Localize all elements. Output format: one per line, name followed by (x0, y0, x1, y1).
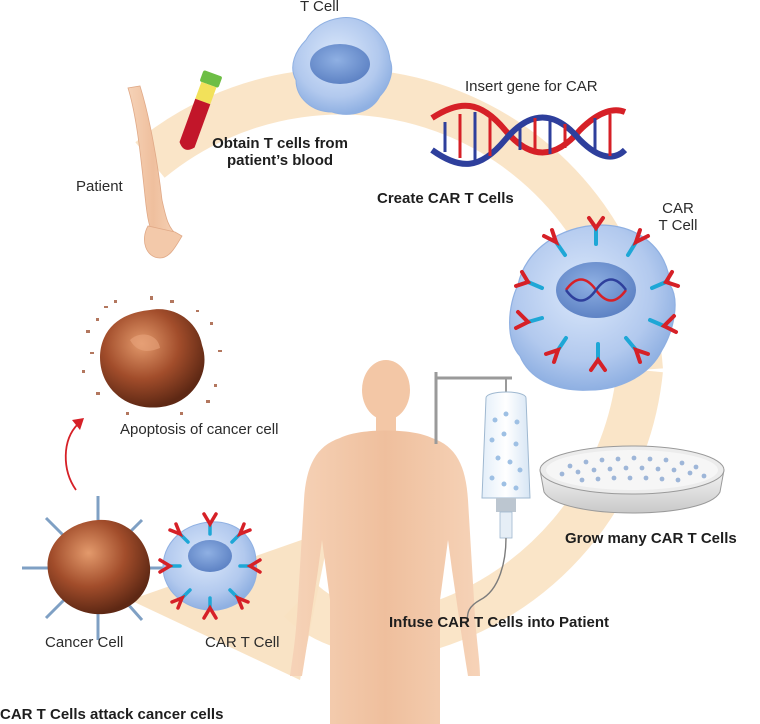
label-obtain-line-2: patient’s blood (226, 152, 334, 170)
label-apoptosis: Apoptosis of cancer cell (120, 421, 279, 438)
label-car-t-cell-large: CAR T Cell (652, 200, 704, 235)
label-infuse: Infuse CAR T Cells into Patient (389, 614, 610, 631)
cancer-cell-bottom (22, 496, 170, 640)
label-patient: Patient (76, 178, 123, 195)
label-t-cell-top: T Cell (300, 0, 339, 15)
iv-drip (434, 372, 531, 625)
blood-tube (179, 70, 222, 150)
patient-body (290, 360, 480, 724)
patient-arm (127, 85, 183, 259)
label-insert-gene: Insert gene for CAR (465, 78, 598, 95)
label-car-t-cell-bottom: CAR T Cell (205, 634, 280, 651)
label-car-line-1: CAR (662, 200, 694, 217)
label-create-car-t: Create CAR T Cells (377, 190, 514, 207)
apoptotic-cancer-cell (82, 296, 222, 415)
label-attack: CAR T Cells attack cancer cells (0, 706, 224, 723)
car-t-cell-bottom (158, 512, 262, 620)
label-cancer-cell: Cancer Cell (45, 634, 124, 651)
petri-dish (539, 445, 725, 514)
dna-helix (430, 102, 628, 167)
label-car-line-2: T Cell (658, 217, 698, 235)
label-obtain-line-1: Obtain T cells from (212, 135, 348, 152)
t-cell-top (292, 17, 393, 115)
label-grow-car-t: Grow many CAR T Cells (565, 530, 737, 547)
label-obtain-t-cells: Obtain T cells from patient’s blood (200, 135, 360, 170)
car-t-cell-large (509, 216, 680, 391)
apoptosis-arrow (64, 418, 84, 491)
